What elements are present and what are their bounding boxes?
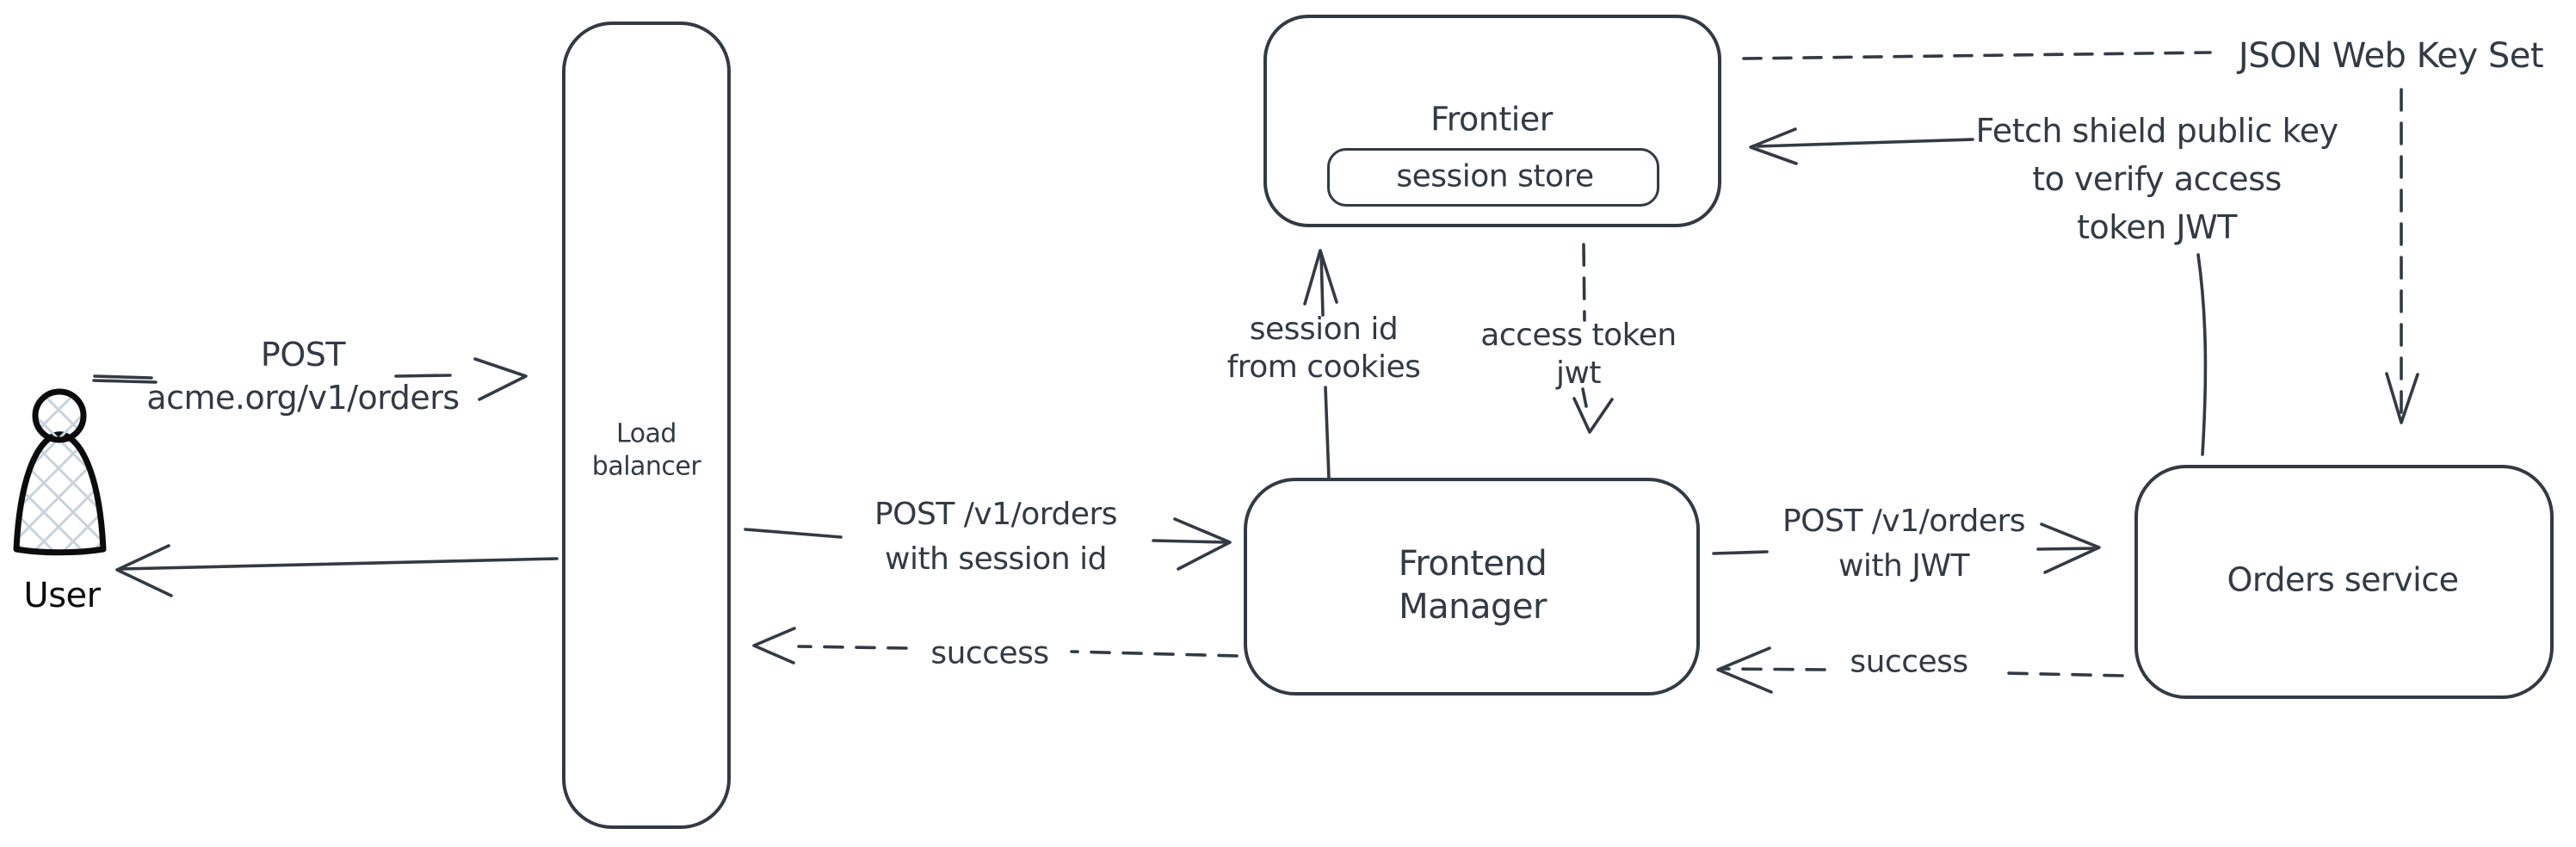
edge-label-access-token: access token jwt	[1480, 318, 1677, 391]
arrow-orders-to-frontend-success	[1721, 667, 2124, 677]
edge-label-frontend-to-orders: POST /v1/orders with JWT	[1782, 504, 2026, 584]
line-frontier-to-jwks	[1742, 51, 2212, 60]
user-label: User	[23, 576, 101, 615]
arrow-lb-to-user	[115, 544, 559, 597]
line-orders-to-fetch-key	[2196, 253, 2208, 456]
arrow-session-lookup	[1303, 249, 1338, 480]
load-balancer-box	[562, 22, 731, 829]
session-store-box	[1327, 148, 1659, 207]
arrowhead-frontend-to-lb-success	[752, 627, 796, 665]
fetch-key-label: Fetch shield public key to verify access…	[1975, 112, 2338, 246]
arrow-lb-to-frontend	[744, 517, 1232, 571]
edge-label-orders-to-frontend-success: success	[1850, 644, 1968, 680]
arrow-frontend-to-lb-success	[797, 645, 1239, 658]
arrow-access-token	[1581, 243, 1588, 408]
load-balancer-label: Load balancer	[591, 418, 701, 482]
arrow-frontend-to-orders	[1712, 522, 2101, 574]
arrowhead-orders-to-frontend-success	[1716, 646, 1773, 694]
arrow-fetch-key-to-frontier	[1749, 127, 1974, 165]
edge-label-user-request: POST acme.org/v1/orders	[146, 336, 460, 417]
orders-service-box	[2134, 465, 2554, 699]
frontend-manager-box	[1244, 478, 1700, 696]
edge-label-lb-to-frontend: POST /v1/orders with session id	[874, 497, 1118, 577]
frontier-box	[1263, 15, 1721, 227]
jwks-label: JSON Web Key Set	[2238, 36, 2544, 76]
edge-label-session-lookup: session id from cookies	[1226, 312, 1421, 385]
frontier-label: Frontier	[1430, 100, 1553, 139]
user-icon	[13, 388, 107, 556]
arrowhead-access-token	[1572, 397, 1614, 434]
arrowhead-jwks-to-orders	[2385, 372, 2419, 424]
session-store-label: session store	[1396, 158, 1594, 195]
arrow-user-to-lb	[92, 357, 528, 401]
orders-service-label: Orders service	[2227, 560, 2459, 599]
edge-label-frontend-to-lb-success: success	[930, 635, 1049, 671]
frontend-manager-label: Frontend Manager	[1398, 544, 1547, 627]
